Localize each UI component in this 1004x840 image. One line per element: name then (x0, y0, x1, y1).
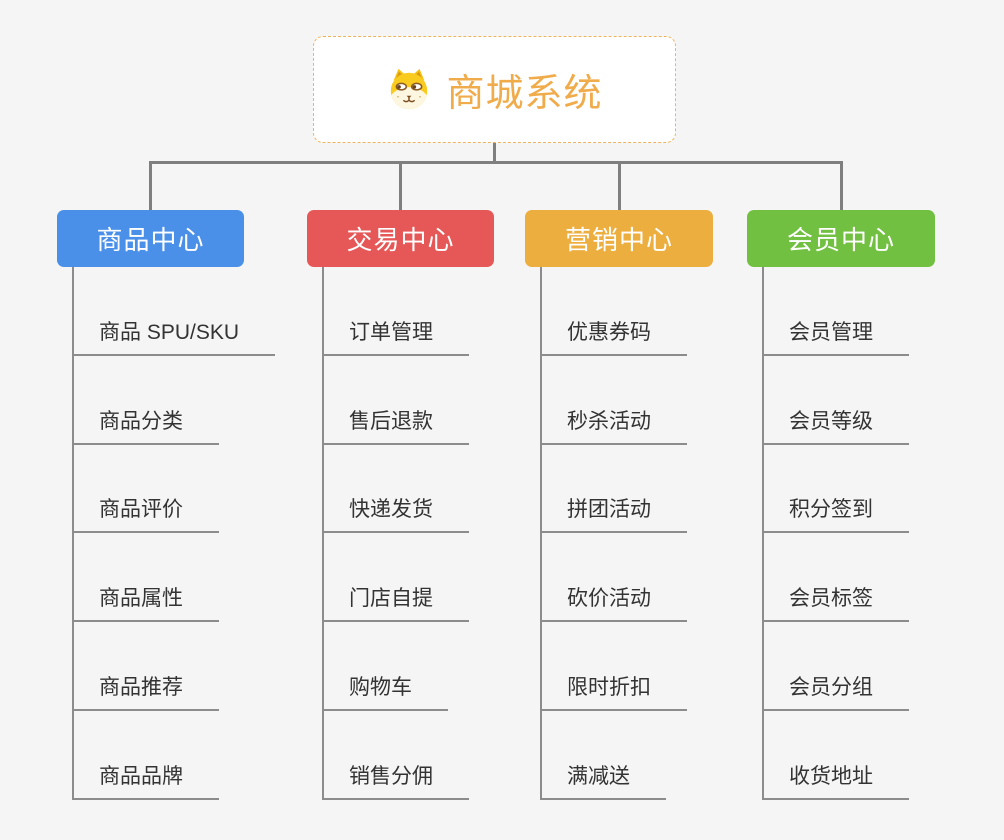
leaf-topic[interactable]: 收货地址 (762, 764, 909, 800)
leaf-topic[interactable]: 会员等级 (762, 409, 909, 445)
leaf-topic[interactable]: 积分签到 (762, 497, 909, 534)
leaf-topic[interactable]: 商品分类 (72, 409, 219, 445)
connector-branch-drop (839, 161, 843, 210)
leaf-topic[interactable]: 会员管理 (762, 320, 909, 356)
branch-topic-label: 会员中心 (786, 225, 895, 255)
leaf-topic[interactable]: 商品 SPU/SKU (72, 320, 276, 356)
leaf-topic[interactable]: 满减送 (540, 764, 666, 800)
leaf-topic[interactable]: 商品属性 (72, 586, 219, 623)
branch-topic-label: 营销中心 (564, 225, 673, 255)
leaf-topic[interactable]: 商品品牌 (72, 764, 219, 800)
branch-topic-1[interactable]: 商品中心 (57, 210, 244, 267)
branch-topic-label: 交易中心 (346, 225, 455, 255)
connector-branch-drop (149, 161, 152, 210)
leaf-topic[interactable]: 会员标签 (762, 586, 909, 623)
connector-branch-drop (399, 161, 402, 210)
leaf-topic[interactable]: 订单管理 (322, 320, 469, 356)
leaf-topic[interactable]: 商品评价 (72, 497, 219, 534)
leaf-topic[interactable]: 销售分佣 (322, 764, 469, 800)
branch-topic-4[interactable]: 会员中心 (747, 210, 935, 267)
connector-bus (149, 161, 843, 164)
leaf-topic[interactable]: 拼团活动 (540, 497, 687, 534)
branch-topic-3[interactable]: 营销中心 (525, 210, 713, 267)
root-topic[interactable]: 商城系统 (313, 36, 676, 143)
dog-face-icon (391, 68, 428, 109)
leaf-topic[interactable]: 砍价活动 (540, 586, 687, 623)
branch-topic-label: 商品中心 (96, 225, 205, 255)
leaf-topic[interactable]: 快递发货 (322, 497, 469, 534)
connector-root-stub (492, 143, 496, 164)
leaf-topic[interactable]: 售后退款 (322, 409, 469, 445)
leaf-topic[interactable]: 秒杀活动 (540, 409, 687, 445)
leaf-topic[interactable]: 门店自提 (322, 586, 469, 623)
root-topic-label: 商城系统 (446, 73, 603, 115)
leaf-topic[interactable]: 购物车 (322, 675, 448, 711)
leaf-topic[interactable]: 商品推荐 (72, 675, 219, 711)
connector-branch-drop (617, 161, 621, 210)
leaf-topic[interactable]: 优惠券码 (540, 320, 687, 356)
leaf-topic[interactable]: 限时折扣 (540, 675, 687, 711)
branch-topic-2[interactable]: 交易中心 (307, 210, 494, 267)
leaf-topic[interactable]: 会员分组 (762, 675, 909, 711)
